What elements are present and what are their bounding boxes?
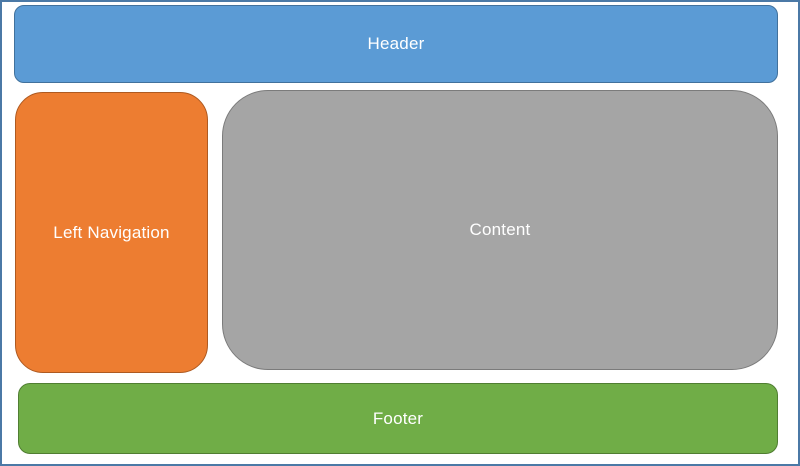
left-navigation-block-label: Left Navigation	[53, 222, 170, 242]
content-block-label: Content	[469, 220, 531, 239]
content-block: Content	[222, 90, 778, 370]
header-block: Header	[14, 5, 778, 83]
footer-block: Footer	[18, 383, 778, 454]
header-block-label: Header	[367, 34, 425, 53]
footer-block-label: Footer	[372, 408, 424, 428]
left-navigation-block: Left Navigation	[15, 92, 208, 373]
